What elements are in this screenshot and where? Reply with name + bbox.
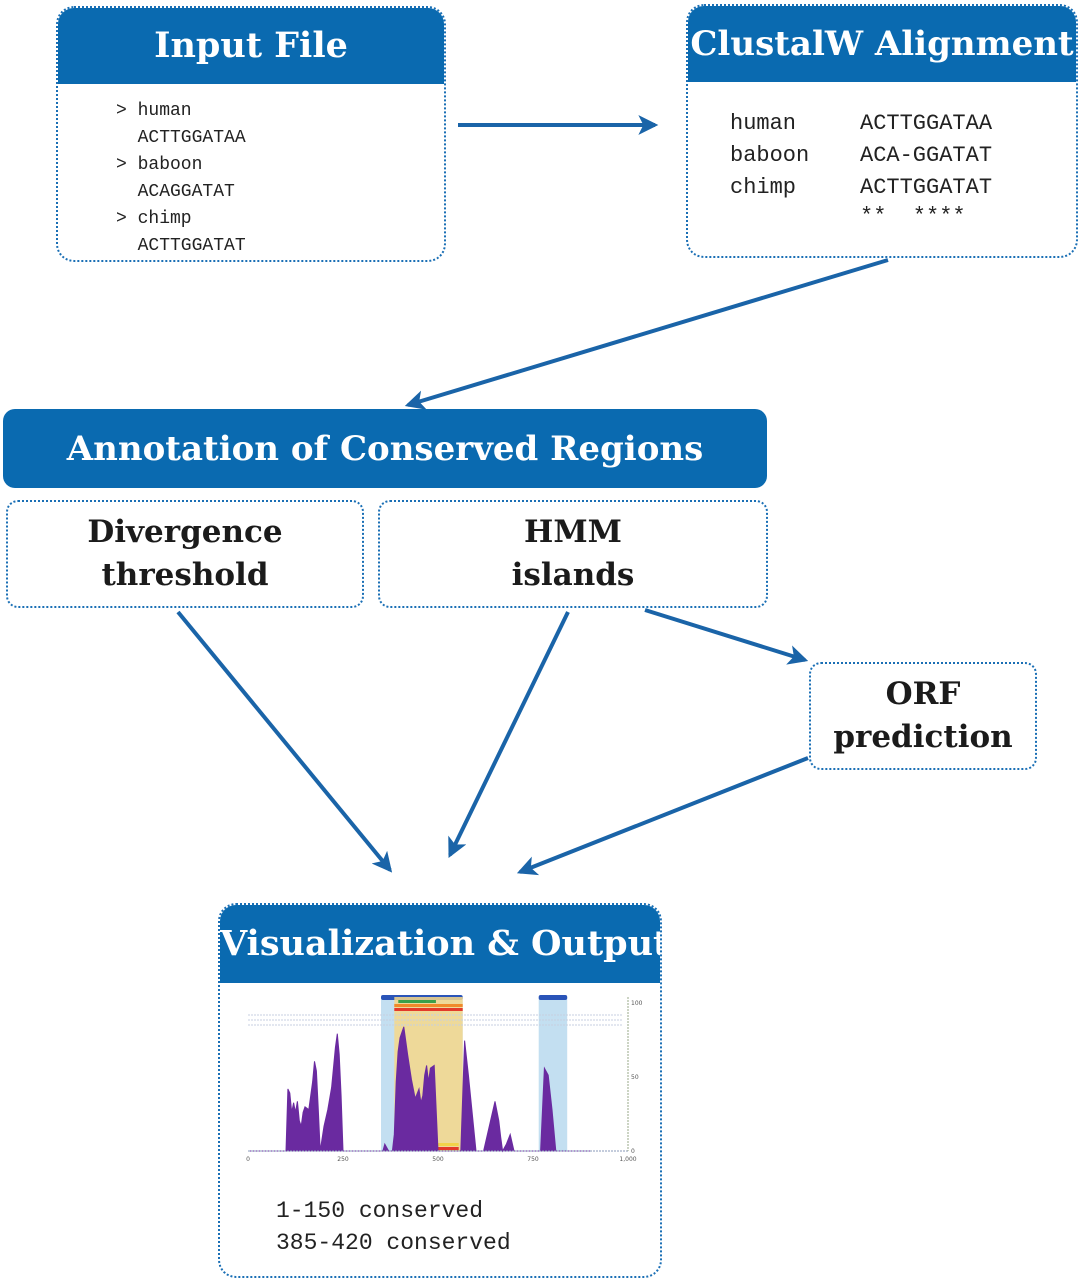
fasta-line: ACAGGATAT	[116, 182, 235, 202]
sequence: ACTTGGATAA	[860, 111, 993, 136]
sequence-name: baboon	[730, 143, 810, 168]
annotation-title: Annotation of Conserved Regions	[66, 428, 704, 469]
input-file-content: > human ACTTGGATAA > baboon ACAGGATAT > …	[58, 84, 444, 260]
divergence-threshold-box: Divergence threshold	[6, 500, 364, 608]
arrow-hmm-to-output	[448, 611, 570, 858]
conservation-histogram	[248, 1026, 590, 1153]
alignment-row: human ACTTGGATAA	[730, 108, 1076, 140]
alignment-box: ClustalW Alignment human ACTTGGATAA baboo…	[686, 4, 1078, 258]
alignment-row: baboon ACA-GGATAT	[730, 140, 1076, 172]
hmm-islands-box: HMM islands	[378, 500, 768, 608]
orf-bar	[394, 1008, 463, 1011]
arrow-alignment-to-annotation	[404, 258, 889, 410]
result-line: 385-420 conserved	[276, 1230, 511, 1256]
sequence: ACTTGGATAT	[860, 175, 993, 200]
orf-prediction-box: ORF prediction	[809, 662, 1037, 770]
conserved-region-2-bar	[538, 995, 568, 1000]
fasta-line: > human	[116, 101, 192, 121]
arrow-hmm-to-orf	[644, 608, 809, 665]
alignment-row: chimp ACTTGGATAT	[730, 172, 1076, 204]
x-tick-label: 0	[246, 1156, 250, 1163]
alignment-content: human ACTTGGATAA baboon ACA-GGATAT chimp AC…	[688, 82, 1076, 230]
fasta-line: > baboon	[116, 155, 203, 175]
input-file-box: Input File > human ACTTGGATAA > baboon A…	[56, 6, 446, 262]
result-line: 1-150 conserved	[276, 1198, 484, 1224]
arrow-orf-to-output	[516, 756, 809, 876]
arrow-divergence-to-output	[176, 610, 393, 873]
x-tick-label: 750	[527, 1156, 539, 1163]
output-title: Visualization & Output	[220, 905, 660, 983]
x-tick-label: 1,000	[619, 1156, 636, 1163]
divergence-label-1: Divergence	[87, 514, 283, 550]
annotation-banner: Annotation of Conserved Regions	[3, 409, 767, 488]
consensus-stars: ** ****	[860, 204, 966, 229]
consensus-row: ** ****	[730, 204, 1076, 230]
fasta-line: ACTTGGATAT	[116, 236, 246, 256]
sequence: ACA-GGATAT	[860, 143, 993, 168]
y-tick-label: 0	[631, 1148, 635, 1155]
y-tick-label: 50	[631, 1074, 639, 1081]
orf-label-1: ORF	[885, 676, 961, 712]
sequence-name: human	[730, 111, 797, 136]
fasta-line: > chimp	[116, 209, 192, 229]
input-file-title: Input File	[58, 8, 444, 84]
x-tick-label: 250	[337, 1156, 349, 1163]
orf-bar	[398, 1000, 436, 1003]
orf-bar	[394, 1004, 463, 1007]
hmm-label-2: islands	[511, 557, 635, 593]
fasta-line: ACTTGGATAA	[116, 128, 246, 148]
divergence-label-2: threshold	[101, 557, 269, 593]
x-tick-label: 500	[432, 1156, 444, 1163]
orf-label-2: prediction	[833, 719, 1013, 755]
y-tick-label: 100	[631, 1000, 643, 1007]
alignment-title: ClustalW Alignment	[688, 6, 1076, 82]
hmm-label-1: HMM	[524, 514, 622, 550]
output-results: 1-150 conserved 385-420 conserved	[276, 1195, 511, 1259]
sequence-name: chimp	[730, 175, 797, 200]
